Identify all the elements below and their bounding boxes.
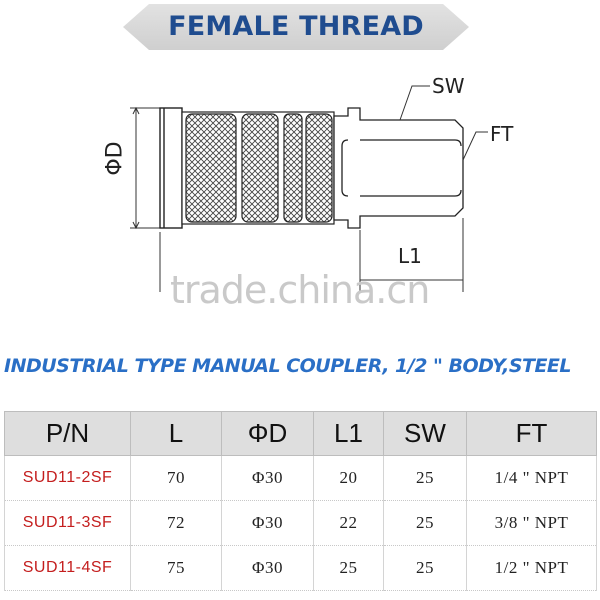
ft-leader bbox=[462, 131, 488, 161]
coupler-drawing bbox=[130, 85, 488, 292]
knurled-sleeve bbox=[181, 111, 335, 225]
cell-part-number: SUD11-3SF bbox=[4, 500, 131, 546]
header-ft: FT bbox=[466, 411, 597, 456]
cell-sw: 25 bbox=[383, 500, 467, 546]
cell-l: 72 bbox=[130, 500, 222, 546]
cell-ft: 1/4 " NPT bbox=[466, 455, 597, 501]
header-pn: P/N bbox=[4, 411, 131, 456]
spec-table: P/N L ΦD L1 SW FT SUD11-2SF 70 Φ30 20 25… bbox=[4, 411, 597, 591]
hex-body bbox=[333, 107, 464, 229]
header-l: L bbox=[130, 411, 222, 456]
diameter-dimension bbox=[130, 106, 160, 230]
cell-sw: 25 bbox=[383, 455, 467, 501]
cell-l1: 25 bbox=[313, 545, 384, 591]
header-l1: L1 bbox=[313, 411, 384, 456]
header-sw: SW bbox=[383, 411, 467, 456]
watermark: trade.china.cn bbox=[170, 268, 430, 312]
cell-l1: 22 bbox=[313, 500, 384, 546]
table-header-row: P/N L ΦD L1 SW FT bbox=[4, 411, 597, 456]
header-diameter: ΦD bbox=[221, 411, 314, 456]
cell-part-number: SUD11-4SF bbox=[4, 545, 131, 591]
table-row: SUD11-3SF 72 Φ30 22 25 3/8 " NPT bbox=[4, 500, 597, 546]
cell-l: 70 bbox=[130, 455, 222, 501]
table-row: SUD11-4SF 75 Φ30 25 25 1/2 " NPT bbox=[4, 545, 597, 591]
cell-sw: 25 bbox=[383, 545, 467, 591]
table-heading: INDUSTRIAL TYPE MANUAL COUPLER, 1/2 " BO… bbox=[4, 355, 572, 377]
cell-l1: 20 bbox=[313, 455, 384, 501]
cell-l: 75 bbox=[130, 545, 222, 591]
cell-diameter: Φ30 bbox=[221, 455, 314, 501]
l1-dimension bbox=[159, 218, 464, 292]
cell-ft: 3/8 " NPT bbox=[466, 500, 597, 546]
cell-ft: 1/2 " NPT bbox=[466, 545, 597, 591]
page-title: FEMALE THREAD bbox=[168, 11, 424, 42]
sw-leader bbox=[399, 85, 430, 121]
table-row: SUD11-2SF 70 Φ30 20 25 1/4 " NPT bbox=[4, 455, 597, 501]
l1-label: L1 bbox=[398, 244, 422, 268]
sw-label: SW bbox=[432, 74, 465, 98]
cell-diameter: Φ30 bbox=[221, 500, 314, 546]
ft-label: FT bbox=[490, 122, 514, 146]
title-banner bbox=[123, 4, 469, 50]
cell-diameter: Φ30 bbox=[221, 545, 314, 591]
cell-part-number: SUD11-2SF bbox=[4, 455, 131, 501]
diameter-label: ΦD bbox=[102, 141, 128, 176]
coupler-collar bbox=[159, 107, 183, 229]
